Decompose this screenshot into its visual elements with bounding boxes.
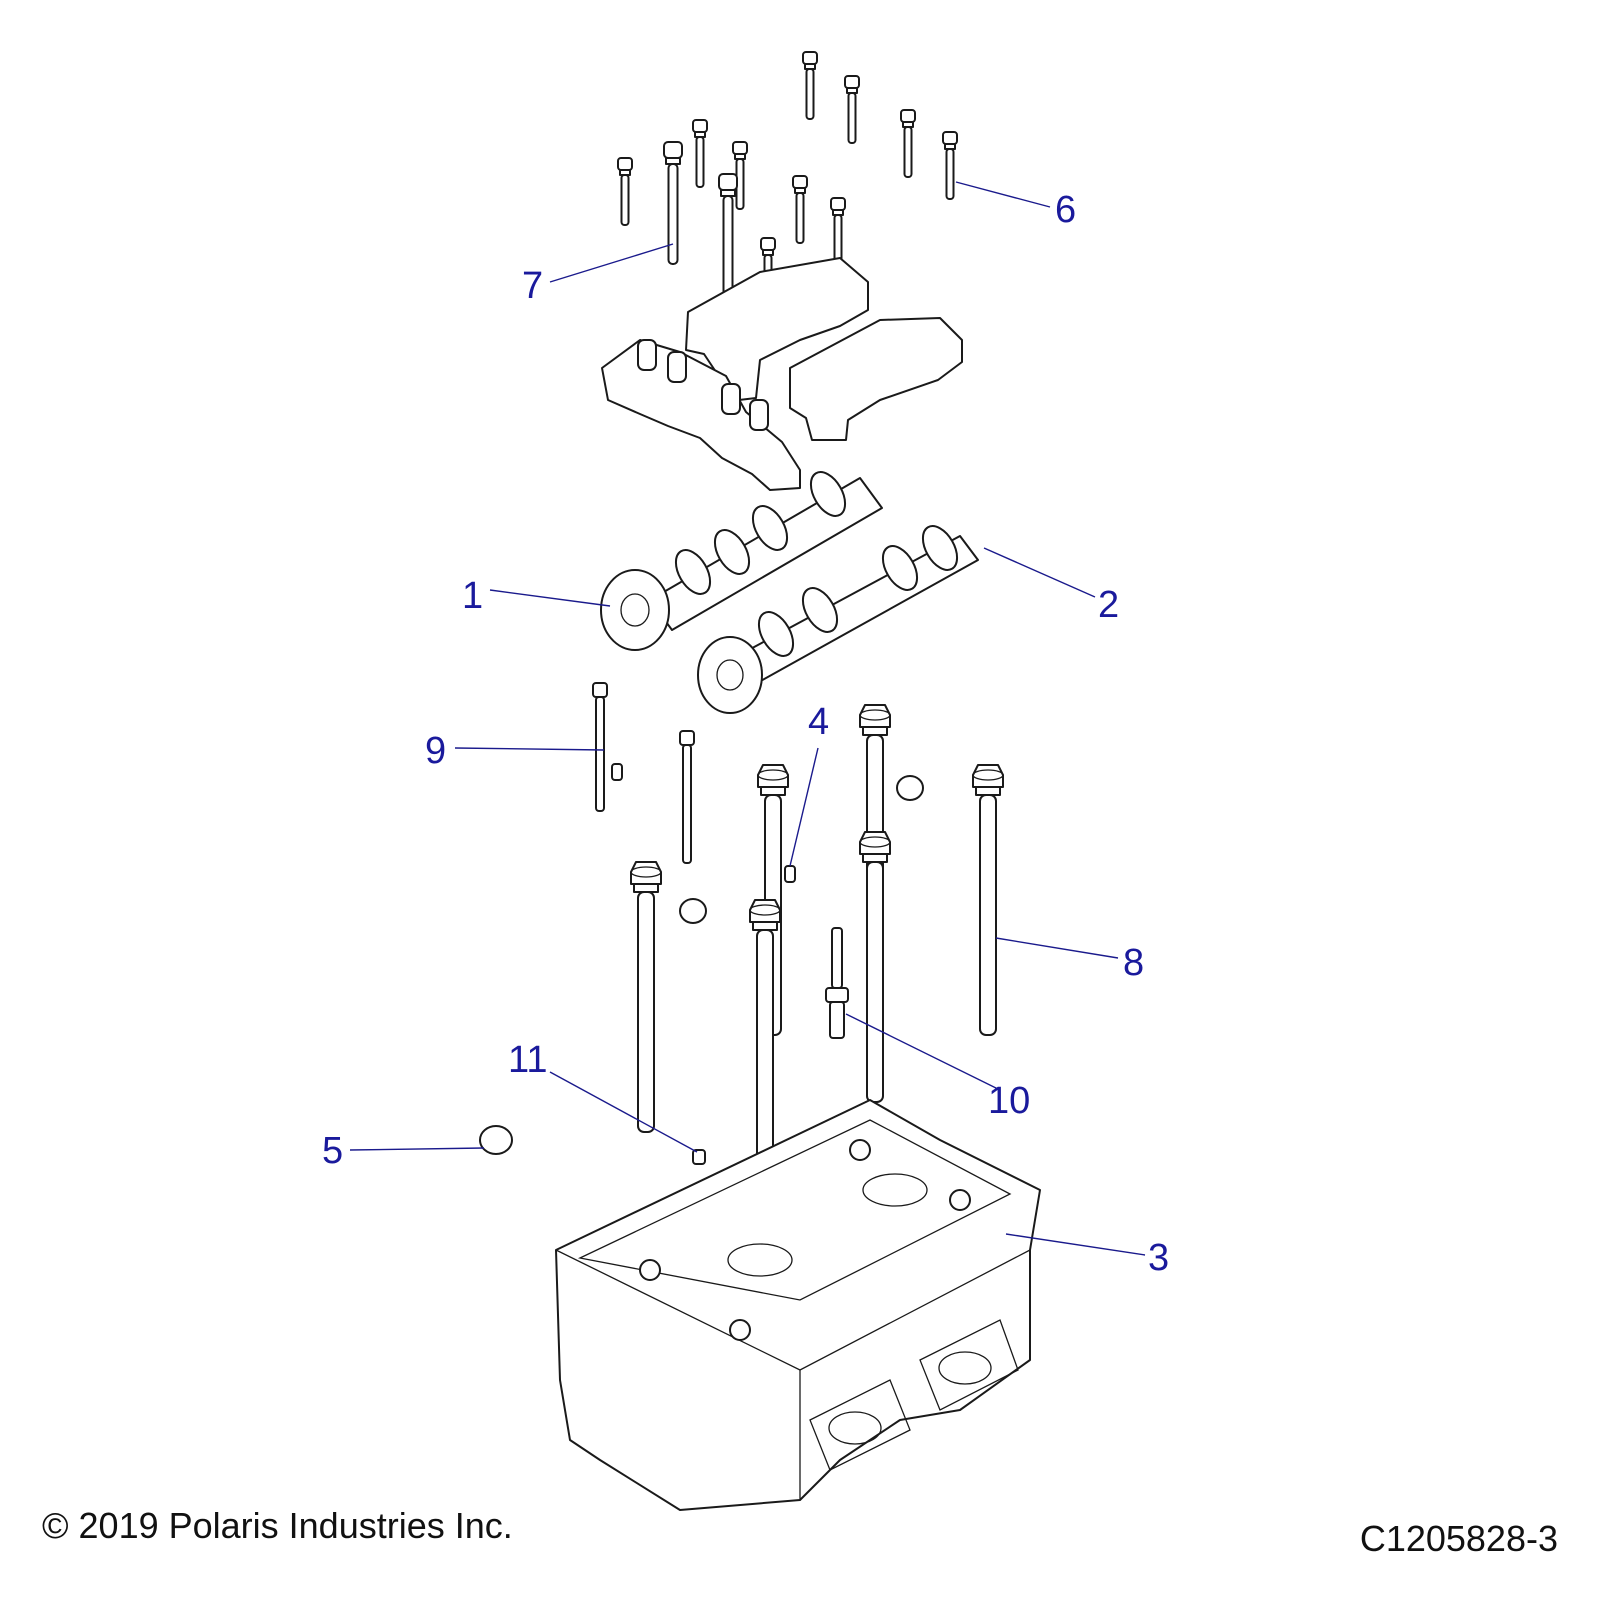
plug xyxy=(479,1125,513,1155)
callout-4: 4 xyxy=(808,701,829,743)
callout-3: 3 xyxy=(1148,1237,1169,1279)
leader-lines xyxy=(349,181,1146,1256)
copyright-notice: © 2019 Polaris Industries Inc. xyxy=(42,1505,513,1546)
callout-5: 5 xyxy=(322,1130,343,1172)
callout-9: 9 xyxy=(425,730,446,772)
dowel-pins xyxy=(611,763,924,1165)
exhaust-camshaft xyxy=(697,525,979,714)
callout-2: 2 xyxy=(1098,584,1119,626)
callout-labels: 1 2 3 4 5 6 7 8 9 10 11 xyxy=(322,189,1169,1279)
cylinder-head xyxy=(555,1099,1041,1511)
callout-8: 8 xyxy=(1123,942,1144,984)
callout-7: 7 xyxy=(522,265,543,307)
head-small-bolts xyxy=(592,682,695,864)
intake-camshaft xyxy=(600,471,883,651)
drawing-number: C1205828-3 xyxy=(1359,1518,1558,1559)
breather-fitting xyxy=(825,927,849,1039)
camshaft-carrier-caps xyxy=(601,257,963,491)
callout-11: 11 xyxy=(508,1039,547,1081)
callout-1: 1 xyxy=(462,575,483,617)
callout-6: 6 xyxy=(1055,189,1076,231)
callout-10: 10 xyxy=(988,1080,1030,1122)
